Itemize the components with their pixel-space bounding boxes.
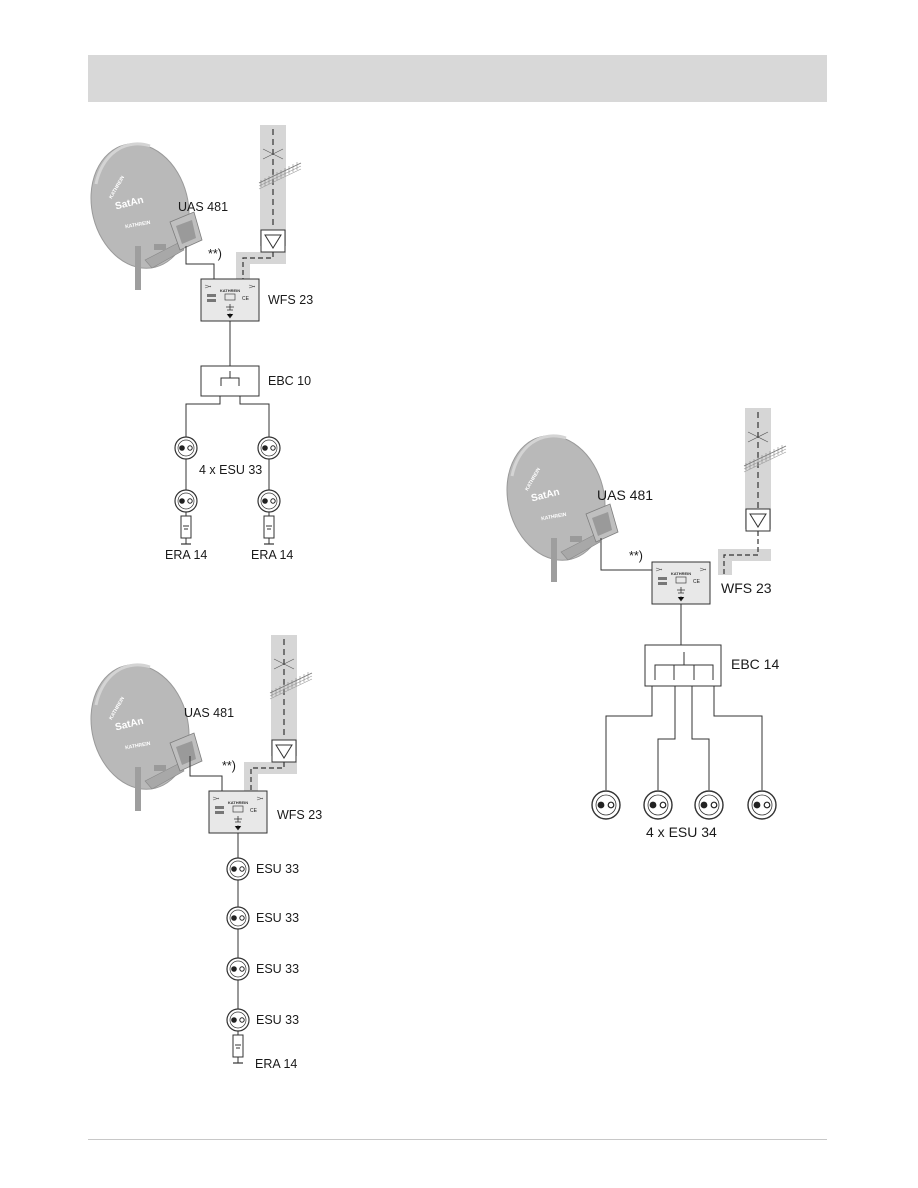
splitter-box [200,365,260,397]
terminator-icon [232,1034,244,1064]
multiswitch-label: WFS 23 [721,580,772,596]
terminator-right-label: ERA 14 [251,548,293,562]
outlet-icon [257,436,281,460]
lnb-label: UAS 481 [597,487,653,503]
multiswitch-brand: KATHREIN [220,288,240,293]
terminator-icon [263,515,275,545]
outlet-icon [174,436,198,460]
dish-icon: SatAn KATHREIN KATHREIN [492,423,620,584]
outlet-icon [747,790,777,820]
diagram-1: SatAn KATHREIN KATHREIN UAS 481 **) KATH… [76,124,313,562]
outlet-icon [226,857,250,881]
multiswitch-brand: KATHREIN [671,571,691,576]
terminator-label: ERA 14 [255,1057,297,1071]
footer-rule [88,1139,827,1140]
amplifier-icon [260,229,286,253]
diagram-3: SatAn KATHREIN KATHREIN UAS 481 **) KATH… [492,407,787,840]
amplifier-icon [745,508,771,532]
lnb-label: UAS 481 [178,200,228,214]
outlet-1-label: ESU 33 [256,862,299,876]
multiswitch-icon [651,561,711,605]
dish-brand-bottom: KATHREIN [125,741,151,751]
terminator-left-label: ERA 14 [165,548,207,562]
outlet-icon [226,1008,250,1032]
outlet-3-label: ESU 33 [256,962,299,976]
terminator-icon [180,515,192,545]
multiswitch-icon [200,278,260,322]
outlet-icon [226,906,250,930]
lnb-label: UAS 481 [184,706,234,720]
outlet-icon [694,790,724,820]
splitter-box [644,644,722,687]
cable-note: **) [629,549,643,563]
splitter-label: EBC 14 [731,656,779,672]
terrestrial-antenna-icon [258,124,302,247]
dish-icon: SatAn KATHREIN KATHREIN [76,652,204,813]
outlet-label: 4 x ESU 33 [199,463,262,477]
multiswitch-brand: KATHREIN [228,800,248,805]
terrestrial-antenna-icon [269,634,313,757]
multiswitch-label: WFS 23 [268,293,313,307]
splitter-label: EBC 10 [268,374,311,388]
outlet-icon [257,489,281,513]
header-band [88,55,827,102]
multiswitch-icon [208,790,268,834]
dish-brand-bottom: KATHREIN [125,220,151,230]
cable-note: **) [222,759,236,773]
outlet-label: 4 x ESU 34 [646,824,717,840]
outlet-icon [174,489,198,513]
amplifier-icon [271,739,297,763]
dish-icon: SatAn KATHREIN KATHREIN [76,131,204,292]
outlet-4-label: ESU 33 [256,1013,299,1027]
cable-note: **) [208,247,222,261]
outlet-2-label: ESU 33 [256,911,299,925]
diagram-2: SatAn KATHREIN KATHREIN UAS 481 **) KATH… [76,634,322,1071]
dish-brand-bottom: KATHREIN [541,512,567,522]
multiswitch-label: WFS 23 [277,808,322,822]
outlet-icon [643,790,673,820]
outlet-icon [591,790,621,820]
outlet-icon [226,957,250,981]
